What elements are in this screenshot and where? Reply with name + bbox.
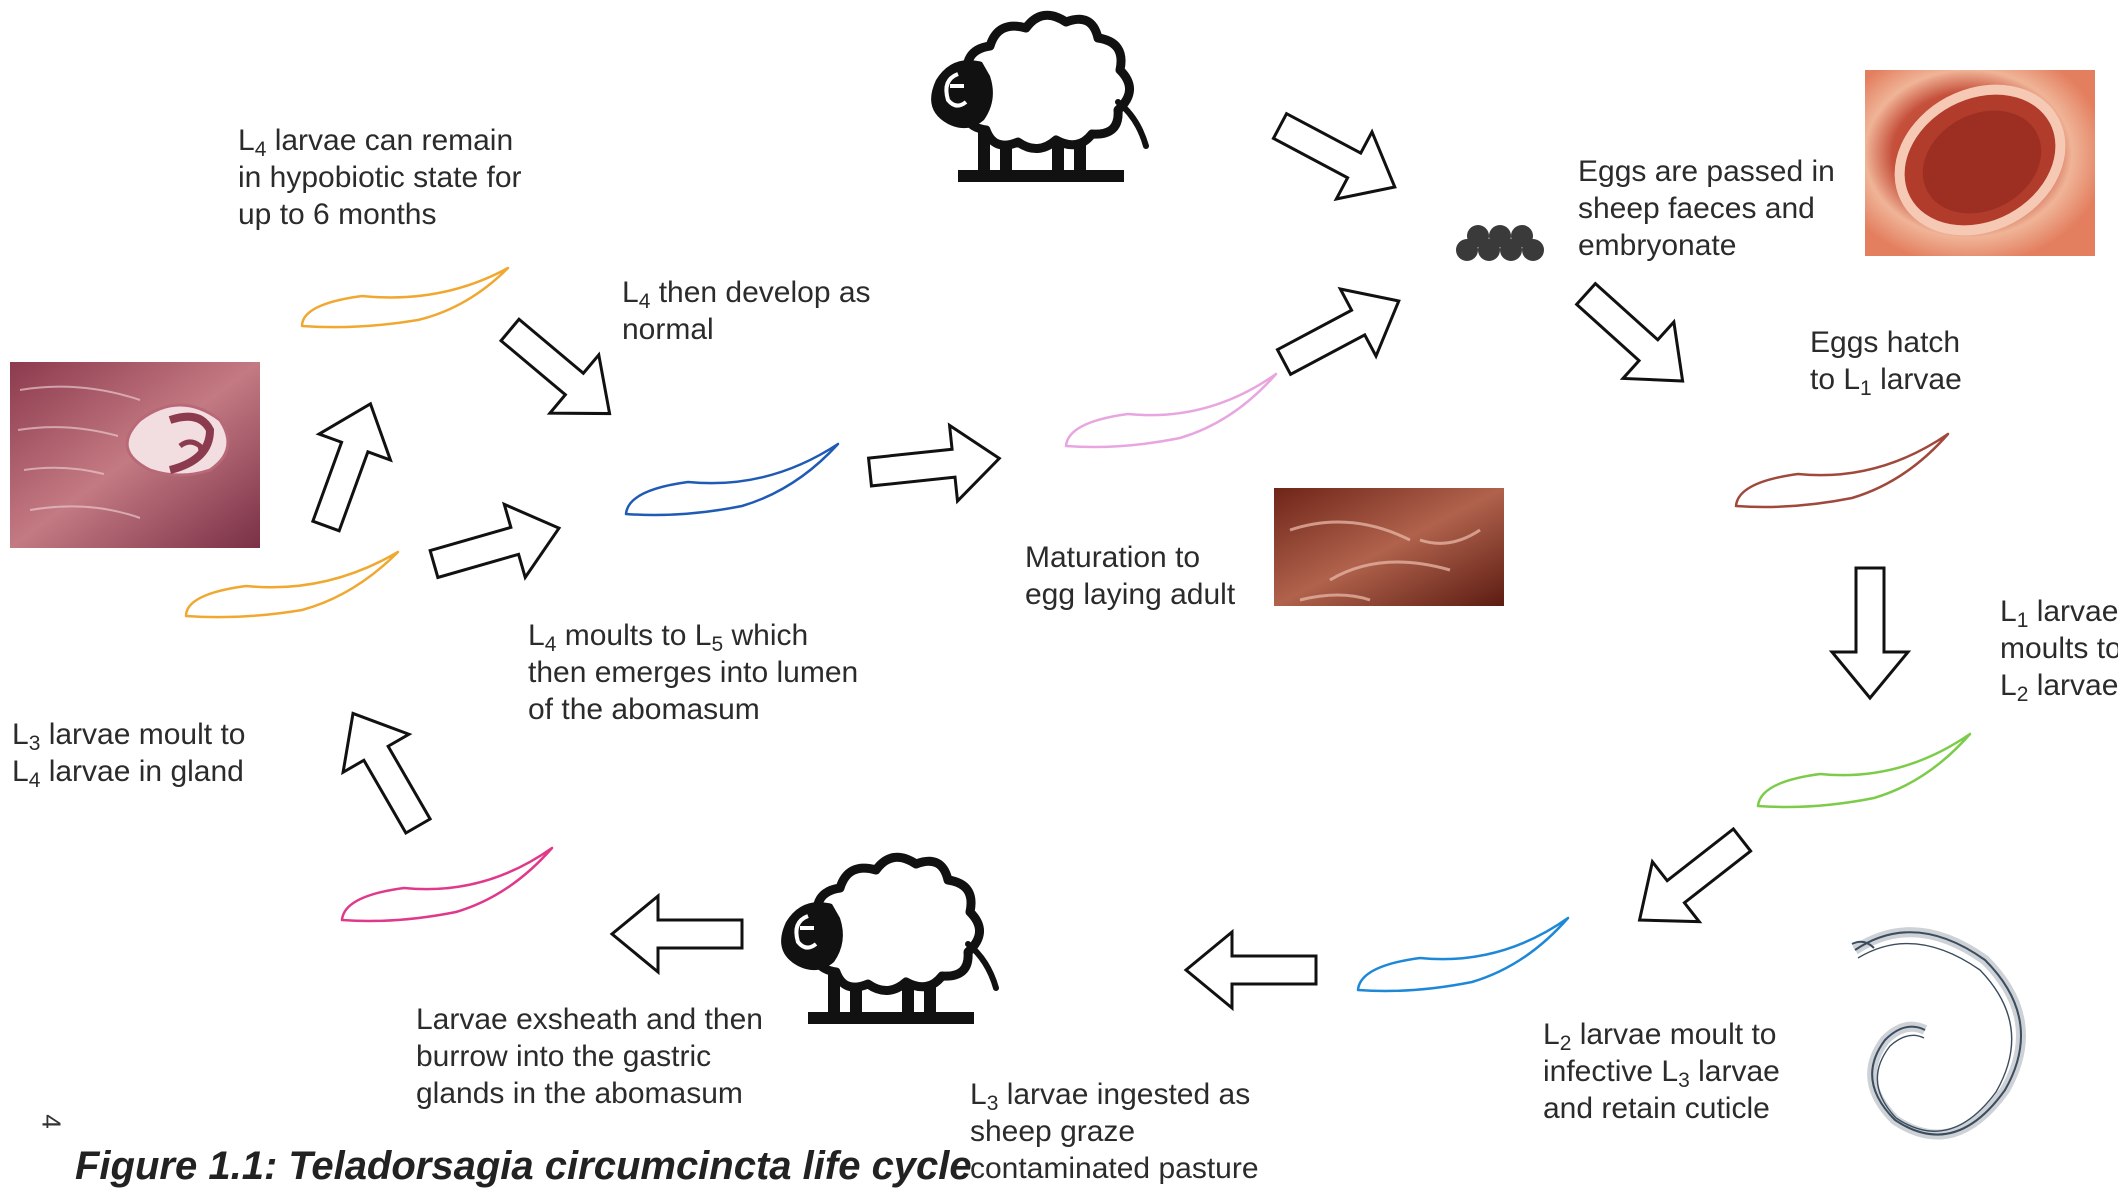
arrow-l4-to-l5 [422,490,571,603]
label-exsheath: Larvae exsheath and then burrow into the… [416,1003,763,1110]
arrow-exsheath-to-l4 [318,692,453,847]
larva-l2 [1756,732,1972,809]
arrow-l3-to-sheep [1184,930,1318,1010]
label-ingested: L3 larvae ingested as sheep graze contam… [970,1078,1259,1185]
label-hypobiotic: L4 larvae can remain in hypobiotic state… [238,124,522,231]
larva-l3-pasture [1356,916,1570,993]
label-l2-moult: L2 larvae moult to infective L3 larvae a… [1543,1018,1780,1125]
micrograph-adults [1274,488,1504,606]
larva-l3-exsheathed [340,846,554,923]
arrow-adult-to-eggs [1264,265,1419,398]
arrow-sheep-to-eggs [1260,90,1415,223]
larva-l4-hypobiotic [300,266,510,329]
label-develop: L4 then develop as normal [622,276,871,346]
label-l1-moults: L1 larvae moults to L2 larvae [2000,595,2118,706]
label-l4-moults: L4 moults to L5 which then emerges into … [528,619,859,726]
sheep-icon [931,15,1146,182]
arrow-l4-to-hypobiotic [288,389,408,541]
arrow-eggs-to-l1 [1559,264,1710,411]
label-eggs-passed: Eggs are passed in sheep faeces and embr… [1578,155,1835,262]
page-number: 4 [36,1114,67,1129]
larva-l1 [1734,432,1950,509]
micrograph-egg [1865,70,2095,256]
label-maturation: Maturation to egg laying adult [1025,541,1236,611]
label-eggs-hatch: Eggs hatch to L1 larvae [1810,326,1962,400]
arrow-l5-to-adult [864,419,1005,512]
figure-caption: Figure 1.1: Teladorsagia circumcincta li… [75,1144,972,1188]
label-l3-moult: L3 larvae moult to L4 larvae in gland [12,718,246,792]
coiled-larva-icon [1851,927,2026,1140]
sheep-icon [781,857,996,1024]
arrow-hypobiotic-to-l5 [484,299,636,445]
micrograph-abomasum [10,362,260,548]
arrow-sheep-to-exsheath [610,894,744,974]
larva-l4 [184,550,400,619]
larva-adult [1064,372,1278,449]
larva-l5 [624,442,840,517]
arrow-l1-to-l2 [1830,566,1910,700]
eggs-cluster-icon [1456,225,1544,261]
arrow-l2-to-l3 [1614,808,1767,952]
